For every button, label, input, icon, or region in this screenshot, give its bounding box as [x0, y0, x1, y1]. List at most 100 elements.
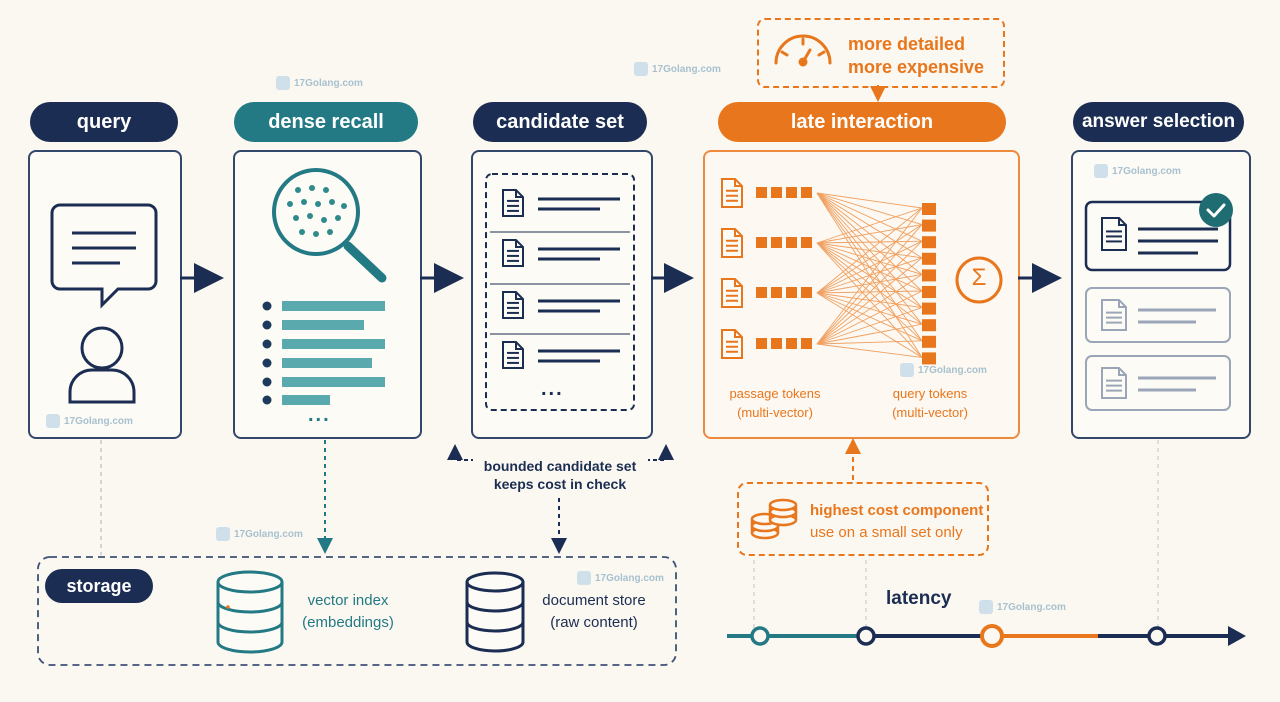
interaction-edge	[816, 240, 923, 244]
query-token	[922, 302, 936, 315]
query-tokens-title: query tokens	[892, 386, 968, 401]
watermark-logo-icon	[276, 76, 290, 90]
cost-note-text: more detailed more expensive	[848, 33, 984, 79]
interaction-edge	[816, 292, 923, 325]
document-store-db-icon	[465, 571, 525, 653]
passage-tokens-label: passage tokens (multi-vector)	[722, 384, 828, 422]
highest-cost-text: highest cost component use on a small se…	[810, 500, 983, 544]
latency-node-2	[856, 626, 876, 646]
interaction-edge	[816, 240, 923, 345]
bounded-bracket-right	[648, 448, 667, 461]
stage-late-interaction-pill: late interaction	[718, 102, 1006, 142]
document-icon	[1101, 367, 1127, 399]
query-tokens-sub: (multi-vector)	[892, 405, 968, 420]
passage-token	[756, 187, 767, 198]
watermark: 17Golang.com	[577, 571, 664, 585]
passage-token	[756, 287, 767, 298]
vector-index-sub: (embeddings)	[302, 614, 394, 631]
vector-index-label: vector index (embeddings)	[296, 590, 400, 634]
watermark: 17Golang.com	[276, 76, 363, 90]
stage-query-pill: query	[30, 102, 178, 142]
query-token	[922, 252, 936, 265]
interaction-edge	[816, 292, 923, 342]
watermark: 17Golang.com	[634, 62, 721, 76]
interaction-edge	[816, 257, 923, 345]
document-icon	[502, 341, 524, 369]
stage-answer-selection-pill: answer selection	[1073, 102, 1244, 142]
document-icon	[502, 239, 524, 267]
interaction-edge	[816, 343, 923, 358]
passage-document-icon	[721, 178, 743, 208]
interaction-edge	[816, 340, 923, 345]
highest-cost-box	[737, 482, 989, 556]
latency-label: latency	[886, 588, 952, 609]
passage-tokens-title: passage tokens	[729, 386, 821, 401]
candidate-doc-list	[490, 231, 630, 335]
query-token	[922, 286, 936, 298]
latency-node-1	[750, 626, 770, 646]
storage-box	[37, 556, 677, 666]
stage-late-interaction-label: late interaction	[790, 110, 934, 133]
latency-timeline	[727, 624, 1246, 648]
interaction-edge	[816, 207, 923, 244]
coins-icon	[750, 498, 798, 540]
bounded-note: bounded candidate set keeps cost in chec…	[472, 457, 648, 493]
query-token	[922, 269, 936, 282]
query-token	[922, 236, 936, 249]
stage-dense-recall-pill: dense recall	[234, 102, 418, 142]
passage-token	[786, 237, 797, 248]
watermark-logo-icon	[634, 62, 648, 76]
passage-token	[801, 338, 812, 349]
bounded-line1: bounded candidate set	[483, 458, 637, 474]
cost-note-line2: more expensive	[848, 57, 985, 77]
document-store-title: document store	[542, 592, 646, 609]
watermark-logo-icon	[577, 571, 591, 585]
document-icon	[1101, 299, 1127, 331]
stage-query-label: query	[76, 110, 132, 133]
interaction-edge	[816, 292, 923, 358]
watermark-logo-icon	[46, 414, 60, 428]
interaction-edge	[816, 323, 923, 345]
query-token	[922, 219, 936, 232]
interaction-edge	[816, 240, 923, 294]
passage-token	[786, 287, 797, 298]
magnifier-icon	[272, 168, 387, 283]
gauge-icon	[774, 34, 832, 67]
bounded-line2: keeps cost in check	[493, 476, 627, 492]
interaction-edge	[816, 307, 923, 345]
passage-token	[801, 187, 812, 198]
watermark: 17Golang.com	[216, 527, 303, 541]
cost-note-box	[757, 18, 1005, 88]
passage-token	[786, 338, 797, 349]
storage-label: storage	[66, 575, 132, 596]
passage-token	[756, 237, 767, 248]
watermark-logo-icon	[979, 600, 993, 614]
candidate-documents	[502, 189, 620, 369]
recall-ellipsis: ...	[308, 404, 331, 426]
interaction-edge	[816, 290, 923, 345]
passage-token	[771, 187, 782, 198]
sum-icon	[955, 256, 1003, 304]
chat-bubble-icon	[50, 203, 158, 309]
document-store-label: document store (raw content)	[534, 590, 654, 634]
bounded-bracket-left	[454, 448, 473, 461]
passage-document-icon	[721, 228, 743, 258]
passage-token	[801, 287, 812, 298]
passage-token	[771, 287, 782, 298]
watermark-logo-icon	[1094, 164, 1108, 178]
watermark: 17Golang.com	[900, 363, 987, 377]
passage-token	[771, 338, 782, 349]
document-icon	[502, 189, 524, 217]
passage-token	[786, 187, 797, 198]
passage-token	[756, 338, 767, 349]
watermark: 17Golang.com	[979, 600, 1066, 614]
watermark: 17Golang.com	[1094, 164, 1181, 178]
stage-answer-selection-label: answer selection	[1081, 111, 1236, 132]
query-token	[922, 203, 936, 215]
interaction-edge	[816, 192, 923, 209]
watermark: 17Golang.com	[46, 414, 133, 428]
vector-index-db-icon	[216, 570, 284, 654]
vector-index-title: vector index	[307, 592, 389, 609]
interaction-edge	[816, 292, 923, 309]
late-interaction-network	[721, 178, 936, 365]
